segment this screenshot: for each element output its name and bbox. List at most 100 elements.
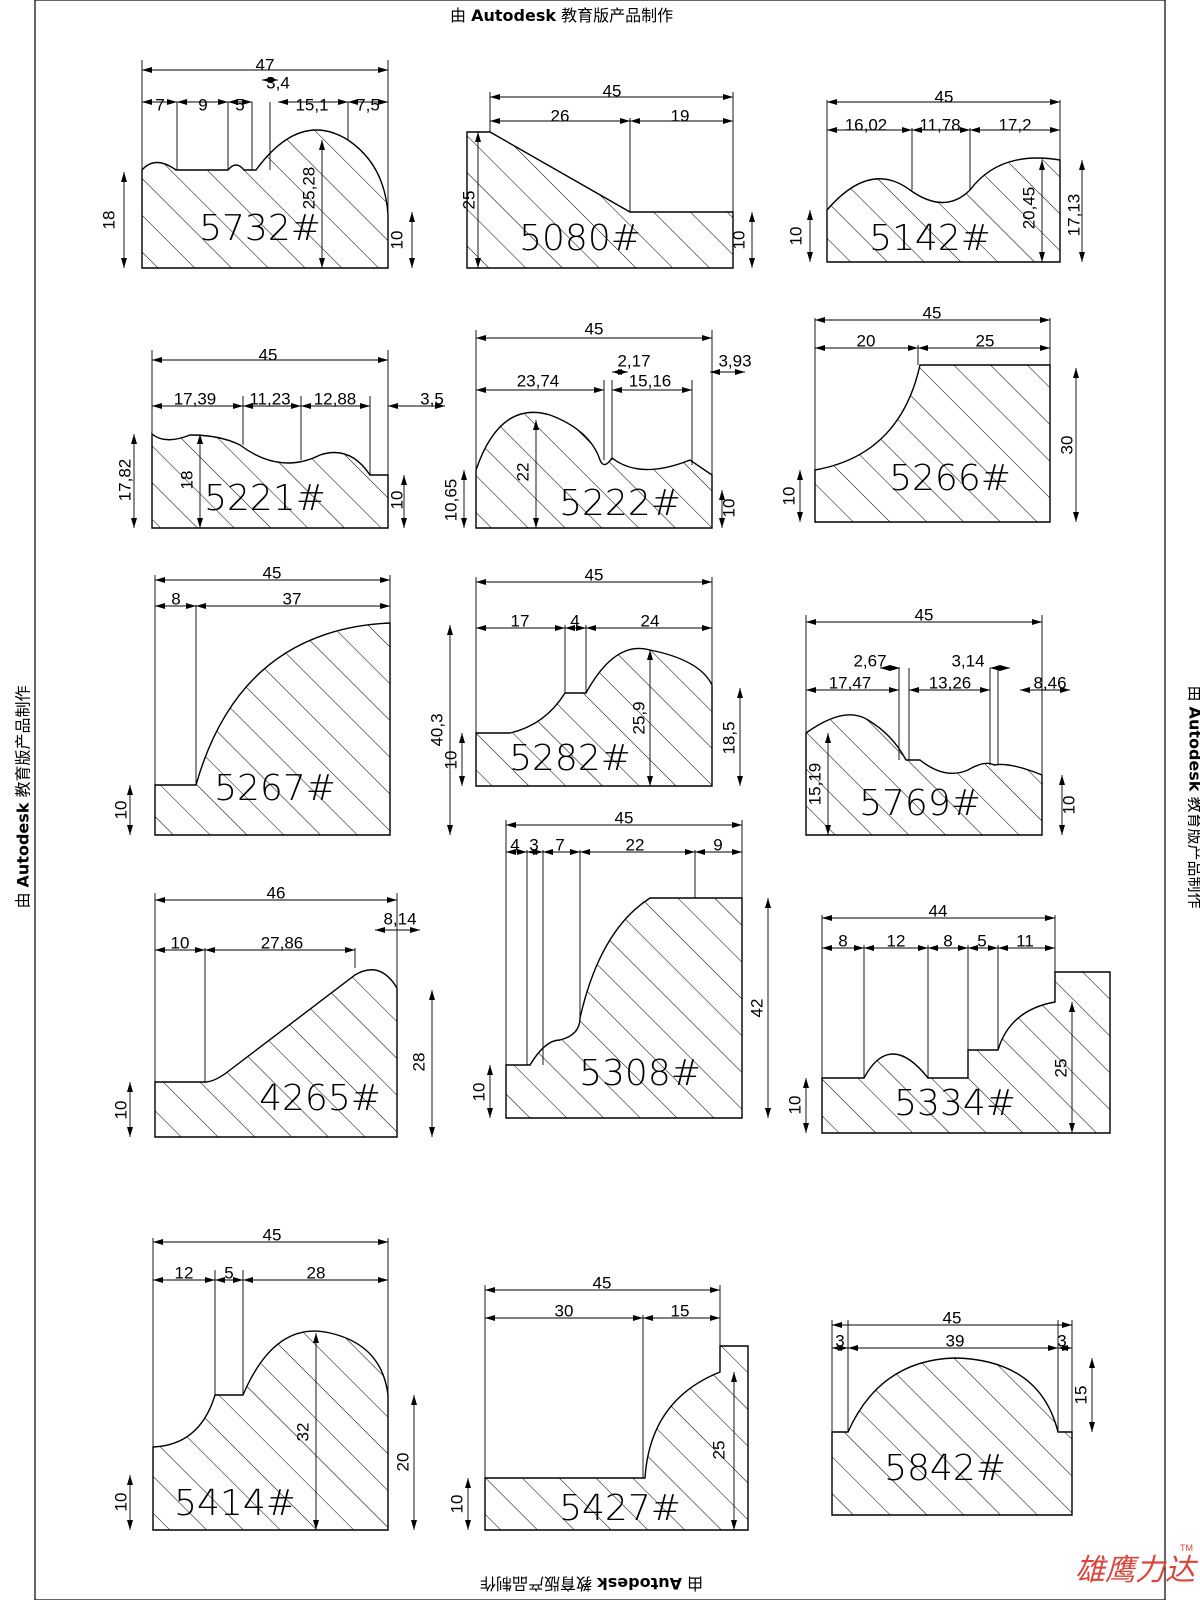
profile-section-shape: [154, 622, 391, 836]
dimension-label: 13,26: [929, 673, 972, 692]
profile-section-shape: [821, 971, 1111, 1134]
profile-code-label: 5414#: [174, 1483, 296, 1524]
profile-section-shape: [484, 1345, 749, 1531]
dimension-label: 30: [1057, 436, 1076, 455]
dimension-label: 32: [293, 1423, 312, 1442]
dimension-label: 10: [387, 491, 406, 510]
profile-code-label: 5142#: [869, 218, 991, 259]
dimension-label: 10: [719, 499, 738, 518]
profile-section-shape: [805, 714, 1043, 836]
dimension-label: 10: [786, 227, 805, 246]
sheet-border: [34, 0, 1166, 1600]
dimension-label: 17,82: [115, 459, 134, 502]
profile-code-label: 5080#: [519, 218, 641, 259]
dimension-label: 45: [935, 87, 954, 106]
dimension-label: 42: [747, 999, 766, 1018]
dimension-label: 27,86: [261, 933, 304, 952]
dimension-label: 28: [307, 1263, 326, 1282]
dimension-label: 18: [177, 471, 196, 490]
profile-code-label: 5769#: [859, 783, 981, 824]
dimension-label: 45: [263, 1225, 282, 1244]
dimension-label: 10: [1059, 796, 1078, 815]
watermark-top: 由 Autodesk 教育版产品制作: [450, 6, 674, 25]
dimension-label: 18: [99, 211, 118, 230]
dimension-label: 8: [838, 931, 847, 950]
dimension-label: 22: [513, 463, 532, 482]
dimension-label: 24: [641, 611, 660, 630]
dimension-label: 10: [469, 1083, 488, 1102]
dimension-label: 18,5: [719, 721, 738, 754]
profile-code-label: 5266#: [889, 458, 1011, 499]
dimension-label: 17,2: [998, 115, 1031, 134]
dimension-label: 8,46: [1033, 673, 1066, 692]
profile-section-shape: [475, 647, 713, 787]
dimension-label: 45: [259, 345, 278, 364]
dimension-label: 8: [171, 589, 180, 608]
brand-logo: 雄鹰力达: [1075, 1553, 1195, 1588]
profile-code-label: 5222#: [559, 483, 681, 524]
dimension-label: 46: [267, 883, 286, 902]
profile-code-label: 5842#: [884, 1448, 1006, 1489]
dimension-label: 10: [387, 231, 406, 250]
watermark-bottom: 由 Autodesk 教育版产品制作: [480, 1574, 704, 1593]
dimension-label: 11,78: [919, 115, 960, 134]
profile-code-label: 4265#: [259, 1078, 381, 1119]
dimension-label: 25: [1051, 1059, 1070, 1078]
profile-code-label: 5267#: [214, 768, 336, 809]
dimension-label: 26: [551, 106, 570, 125]
dimension-label: 2,17: [617, 351, 650, 370]
dimension-label: 3,14: [951, 651, 984, 670]
dimension-label: 3: [529, 835, 538, 854]
dimension-label: 25: [976, 331, 995, 350]
dimension-label: 10: [447, 1495, 466, 1514]
dimension-label: 11,23: [249, 389, 290, 408]
dimension-label: 25,9: [629, 701, 648, 734]
dimension-label: 17: [511, 611, 530, 630]
dimension-label: 16,02: [845, 115, 888, 134]
dimension-label: 3,93: [718, 351, 751, 370]
profile-code-label: 5732#: [199, 208, 321, 249]
dimension-label: 15,1: [295, 95, 328, 114]
dimension-label: 8,14: [383, 909, 416, 928]
dimension-label: 17,39: [174, 389, 217, 408]
dimension-label: 12: [175, 1263, 194, 1282]
dimension-label: 12: [887, 931, 906, 950]
dimension-label: 28: [409, 1053, 428, 1072]
dimension-label: 4: [570, 611, 579, 630]
dimension-label: 10,65: [441, 479, 460, 522]
watermark-right: 由 Autodesk 教育版产品制作: [1185, 685, 1200, 909]
profile-section-shape: [141, 129, 389, 269]
profile-section-shape: [814, 364, 1051, 523]
profile-section-shape: [154, 969, 398, 1138]
profile-4265: 46 10 27,86 8,14 10 28 4265#: [111, 883, 435, 1138]
dimension-label: 37: [283, 589, 302, 608]
dimension-label: 44: [929, 901, 948, 920]
watermark-left: 由 Autodesk 教育版产品制作: [13, 685, 33, 909]
dimension-label: 10: [111, 1101, 130, 1120]
profile-section-shape: [826, 157, 1061, 263]
dimension-label: 45: [615, 808, 634, 827]
dimension-label: 10: [171, 933, 190, 952]
dimension-label: 5: [235, 95, 244, 114]
dimension-label: 25: [459, 191, 478, 210]
dimension-label: 47: [256, 55, 275, 74]
dimension-label: 3: [1057, 1331, 1066, 1350]
dimension-label: 39: [946, 1331, 965, 1350]
dimension-label: 45: [943, 1308, 962, 1327]
dimension-label: 45: [603, 81, 622, 100]
dimension-label: 8: [943, 931, 952, 950]
dimension-label: 5: [977, 931, 986, 950]
dimension-label: 10: [111, 1493, 130, 1512]
dimension-label: 11: [1016, 931, 1034, 950]
dimension-label: 10: [785, 1096, 804, 1115]
dimension-label: 10: [729, 231, 748, 250]
